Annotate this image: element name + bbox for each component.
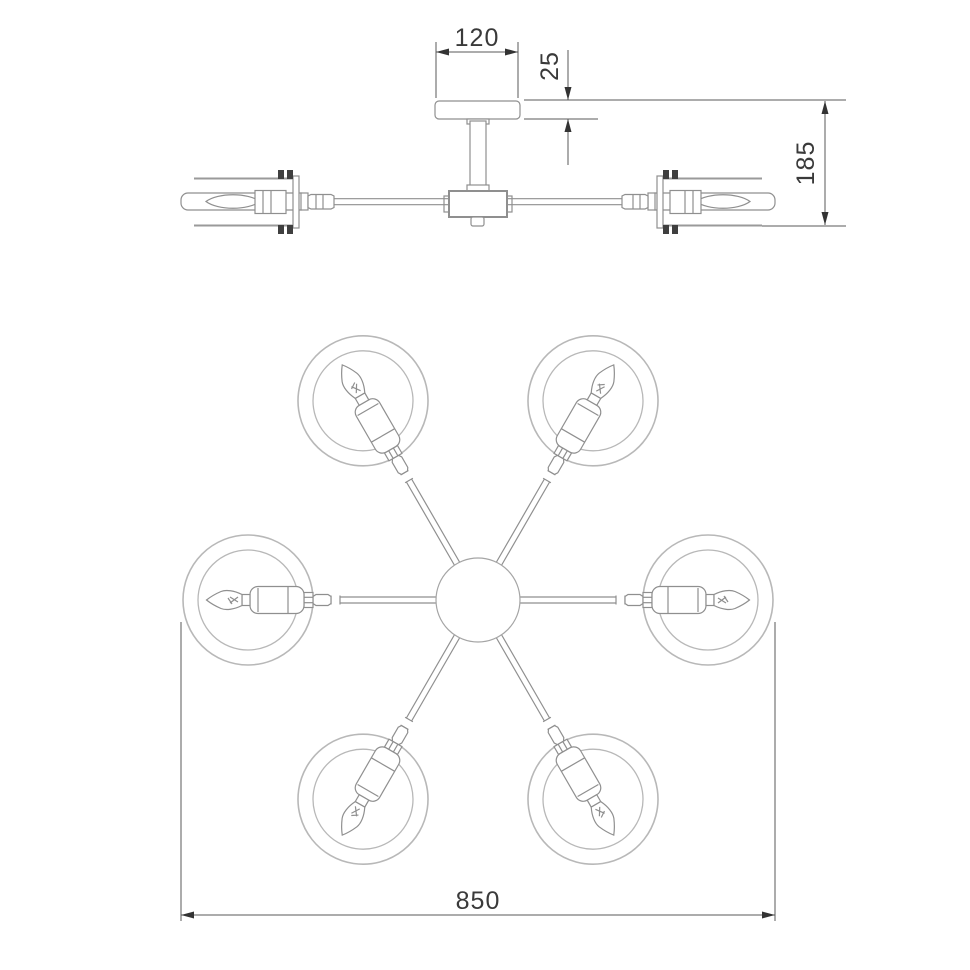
chandelier-arm — [519, 534, 774, 666]
dim-label-canopy-height: 25 — [536, 51, 564, 81]
chandelier-arm — [273, 311, 515, 597]
front-left-arm — [180, 169, 451, 235]
hub-tab — [470, 216, 485, 227]
front-view: 120 25 185 — [180, 24, 846, 235]
dim-canopy-width: 120 — [435, 24, 519, 98]
chandelier-arm — [441, 603, 683, 889]
dim-label-fixture-height: 185 — [792, 141, 820, 186]
front-right-arm — [505, 169, 776, 235]
chandelier-arm — [441, 311, 683, 597]
dim-label-canopy-width: 120 — [455, 24, 500, 52]
dim-overall-diameter: 850 — [180, 622, 776, 921]
canopy-plan — [435, 557, 521, 643]
dim-canopy-height: 25 — [524, 50, 846, 165]
central-hub — [448, 190, 508, 218]
chandelier-arm — [182, 534, 437, 666]
dim-fixture-height: 185 — [762, 101, 846, 227]
chandelier-arm — [273, 603, 515, 889]
dim-label-overall-diameter: 850 — [456, 887, 501, 915]
bottom-view: 850 — [180, 311, 776, 921]
stem — [469, 120, 487, 188]
ceiling-canopy — [434, 100, 521, 120]
